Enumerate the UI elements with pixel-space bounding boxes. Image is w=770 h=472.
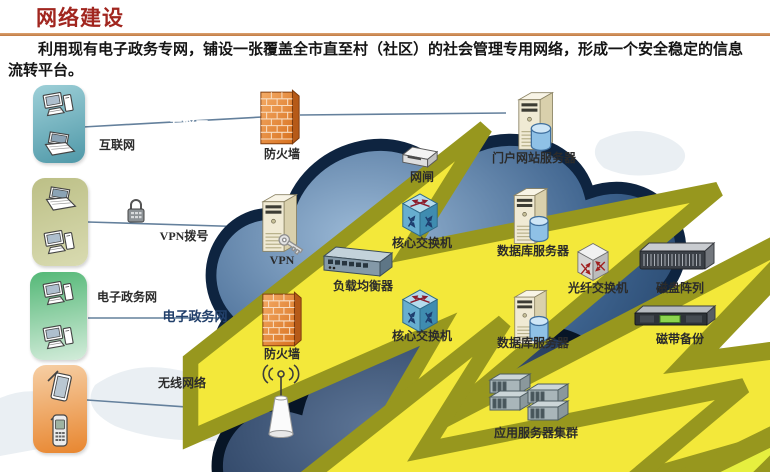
- link-label-egov: 电子政务网: [96, 290, 157, 304]
- label-app-cluster: 应用服务器集群: [493, 426, 578, 440]
- label-db-server-top: 数据库服务器: [496, 244, 569, 258]
- app-cluster-icon: [486, 366, 572, 433]
- group-vpn-terminals: [32, 178, 88, 266]
- laptop-icon: [40, 131, 78, 158]
- load-balancer-icon: [322, 243, 394, 286]
- label-core-switch-bottom: 核心交换机: [391, 329, 452, 343]
- laptop-icon: [41, 186, 79, 213]
- firewall-top-icon: [258, 87, 302, 152]
- label-tape-backup: 磁带备份: [655, 332, 704, 346]
- dialer-lock-icon: [123, 197, 149, 232]
- label-disk-array: 磁盘阵列: [655, 281, 704, 295]
- desktop-icon: [42, 228, 78, 258]
- desktop-icon: [41, 279, 77, 309]
- title-underline: [0, 33, 770, 36]
- link-label-vpn-dial: VPN拨号: [159, 229, 209, 243]
- intro-paragraph: 利用现有电子政务专网，铺设一张覆盖全市直至村（社区）的社会管理专用网络，形成一个…: [8, 42, 744, 79]
- firewall-bottom-icon: [260, 289, 304, 354]
- tape-backup-icon: [632, 304, 718, 337]
- group-mobile-terminals: [33, 365, 87, 453]
- cloud-label-egov: 电子政务网: [162, 309, 228, 324]
- mobile-phone-icon: [49, 413, 71, 449]
- wireless-antenna-icon: [256, 360, 306, 445]
- group-internet-terminals: [33, 85, 85, 163]
- label-firewall-bottom: 防火墙: [263, 347, 300, 361]
- group-egov-terminals: [30, 272, 87, 360]
- cloud-label-internet: 互联网: [169, 119, 209, 134]
- link-label-internet: 互联网: [98, 138, 135, 152]
- label-vpn-server: VPN: [269, 253, 295, 267]
- page-title: 网络建设: [36, 6, 124, 30]
- desktop-icon: [41, 90, 77, 120]
- tablet-icon: [45, 369, 75, 405]
- label-portal-server: 门户网站服务器: [491, 151, 576, 165]
- label-net-gap: 网闸: [409, 170, 434, 184]
- label-db-server-bottom: 数据库服务器: [496, 336, 569, 350]
- label-firewall-top: 防火墙: [263, 147, 300, 161]
- label-fiber-switch: 光纤交换机: [567, 281, 628, 295]
- disk-array-icon: [636, 241, 716, 282]
- key-icon: [276, 233, 310, 268]
- desktop-icon: [41, 323, 77, 353]
- label-core-switch-top: 核心交换机: [391, 236, 452, 250]
- link-label-wireless: 无线网络: [157, 376, 206, 390]
- net-gap-icon: [400, 143, 440, 175]
- label-load-balancer: 负载均衡器: [332, 279, 393, 293]
